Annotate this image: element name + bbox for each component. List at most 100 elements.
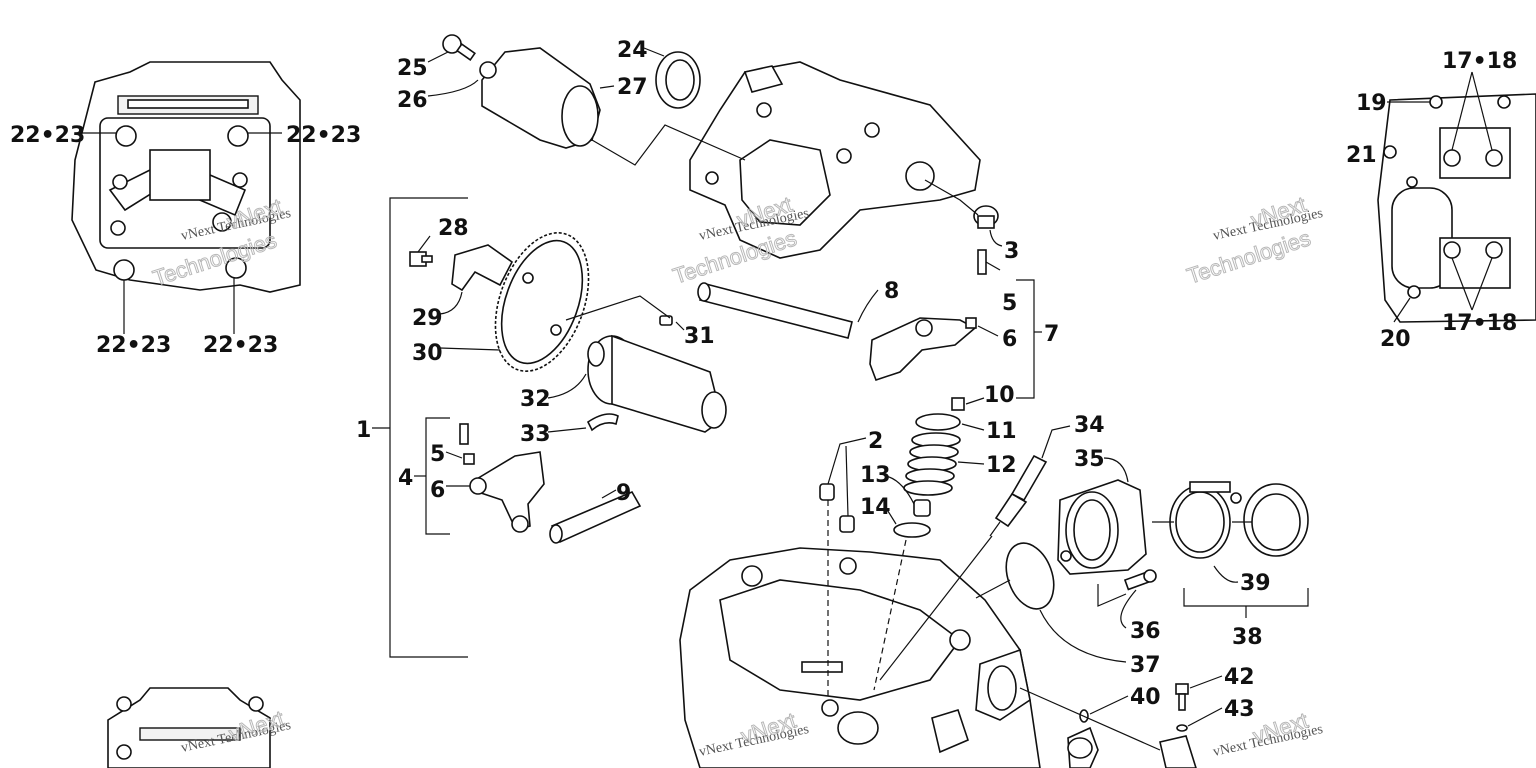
callout-27: 27 [617, 75, 648, 100]
leader [1451, 257, 1473, 311]
callout-33: 33 [520, 422, 551, 447]
leader [547, 373, 587, 399]
bolt-42 [1175, 683, 1189, 711]
head-top-view-right [1377, 93, 1536, 323]
leader [1213, 565, 1239, 583]
leader [643, 47, 665, 57]
callout-6: 6 [430, 478, 445, 503]
leader [873, 539, 907, 691]
callout-12: 12 [986, 453, 1017, 478]
spark-plug-34 [989, 454, 1048, 537]
o-ring-37 [1005, 542, 1055, 610]
callout-13: 13 [860, 463, 891, 488]
callout-20: 20 [1380, 327, 1411, 352]
cylinder-head [679, 547, 1041, 768]
leader [975, 579, 1011, 599]
leader [565, 295, 671, 321]
rocker-shaft-9-end [549, 524, 563, 544]
leader [989, 229, 1003, 247]
callout-43: 43 [1224, 697, 1255, 722]
leader [547, 427, 587, 433]
sensor [1067, 726, 1099, 768]
callout-31: 31 [684, 324, 715, 349]
keeper-10 [951, 397, 965, 411]
callout-42: 42 [1224, 665, 1255, 690]
watermark-top-right: vNext Technologies vNext Technologies [1183, 191, 1324, 289]
callout-14: 14 [860, 495, 891, 520]
rocker-shaft-8-end [697, 282, 711, 302]
callout-30: 30 [412, 341, 443, 366]
callout-6: 6 [1002, 327, 1017, 352]
leader [1039, 609, 1127, 663]
callout-2: 2 [868, 429, 883, 454]
callout-28: 28 [438, 216, 469, 241]
callout-5: 5 [1002, 291, 1017, 316]
callout-32: 32 [520, 387, 551, 412]
rocker-arm-left [459, 423, 545, 533]
camshaft-32 [587, 334, 727, 433]
leader [985, 261, 1001, 271]
leader [601, 489, 617, 499]
callout-38: 38 [1232, 625, 1263, 650]
callout-34: 34 [1074, 413, 1105, 438]
leader [1189, 675, 1223, 689]
bracket-part [1159, 735, 1197, 768]
bolt-28 [409, 251, 433, 267]
leader [879, 535, 993, 681]
callout-22-23: 22•23 [96, 333, 171, 358]
leader [977, 325, 999, 337]
callout-40: 40 [1130, 685, 1161, 710]
cam-gear-30 [494, 232, 590, 372]
leader [1471, 257, 1493, 311]
leader [1120, 589, 1137, 629]
cap-27 [479, 47, 601, 149]
callout-9: 9 [616, 481, 631, 506]
rocker-shaft-8 [698, 283, 853, 339]
callout-4: 4 [398, 466, 413, 491]
seat-14 [893, 522, 931, 538]
callout-22-23: 22•23 [10, 123, 85, 148]
bracket-7 [1016, 279, 1035, 399]
leader [827, 437, 867, 485]
callout-17-18: 17•18 [1442, 311, 1517, 336]
callout-1: 1 [356, 418, 371, 443]
valve-spring-12 [903, 432, 961, 496]
leader [885, 507, 897, 525]
leader [1097, 584, 1127, 607]
retainer-11 [915, 413, 961, 431]
head-top-view-left [71, 61, 301, 293]
leader [675, 321, 685, 331]
callout-7: 7 [1044, 322, 1059, 347]
callout-25: 25 [397, 56, 428, 81]
leader [427, 79, 479, 97]
callout-19: 19 [1356, 91, 1387, 116]
dowel-2 [839, 515, 855, 533]
leader [445, 451, 463, 459]
washer-43 [1176, 724, 1188, 732]
leader [1019, 687, 1161, 751]
plug-3 [973, 205, 999, 229]
leader [1471, 71, 1493, 151]
leader [965, 397, 985, 405]
callout-22-23: 22•23 [286, 123, 361, 148]
dowel-2 [819, 483, 835, 501]
leader [857, 289, 879, 323]
callout-5: 5 [430, 442, 445, 467]
leader [591, 124, 746, 166]
retainer-33 [586, 413, 619, 432]
pin-31 [659, 315, 673, 326]
callout-29: 29 [412, 306, 443, 331]
leader [961, 423, 985, 431]
leader [417, 235, 431, 253]
leader [439, 291, 463, 315]
leader [924, 179, 979, 216]
leader [439, 347, 501, 351]
intake-boot-35 [1057, 479, 1147, 575]
bracket-4 [425, 417, 450, 535]
clamp-39 [1169, 481, 1242, 559]
leader [957, 461, 985, 465]
bolt-25 [442, 34, 476, 61]
callout-8: 8 [884, 279, 899, 304]
screw-36 [1123, 569, 1157, 591]
